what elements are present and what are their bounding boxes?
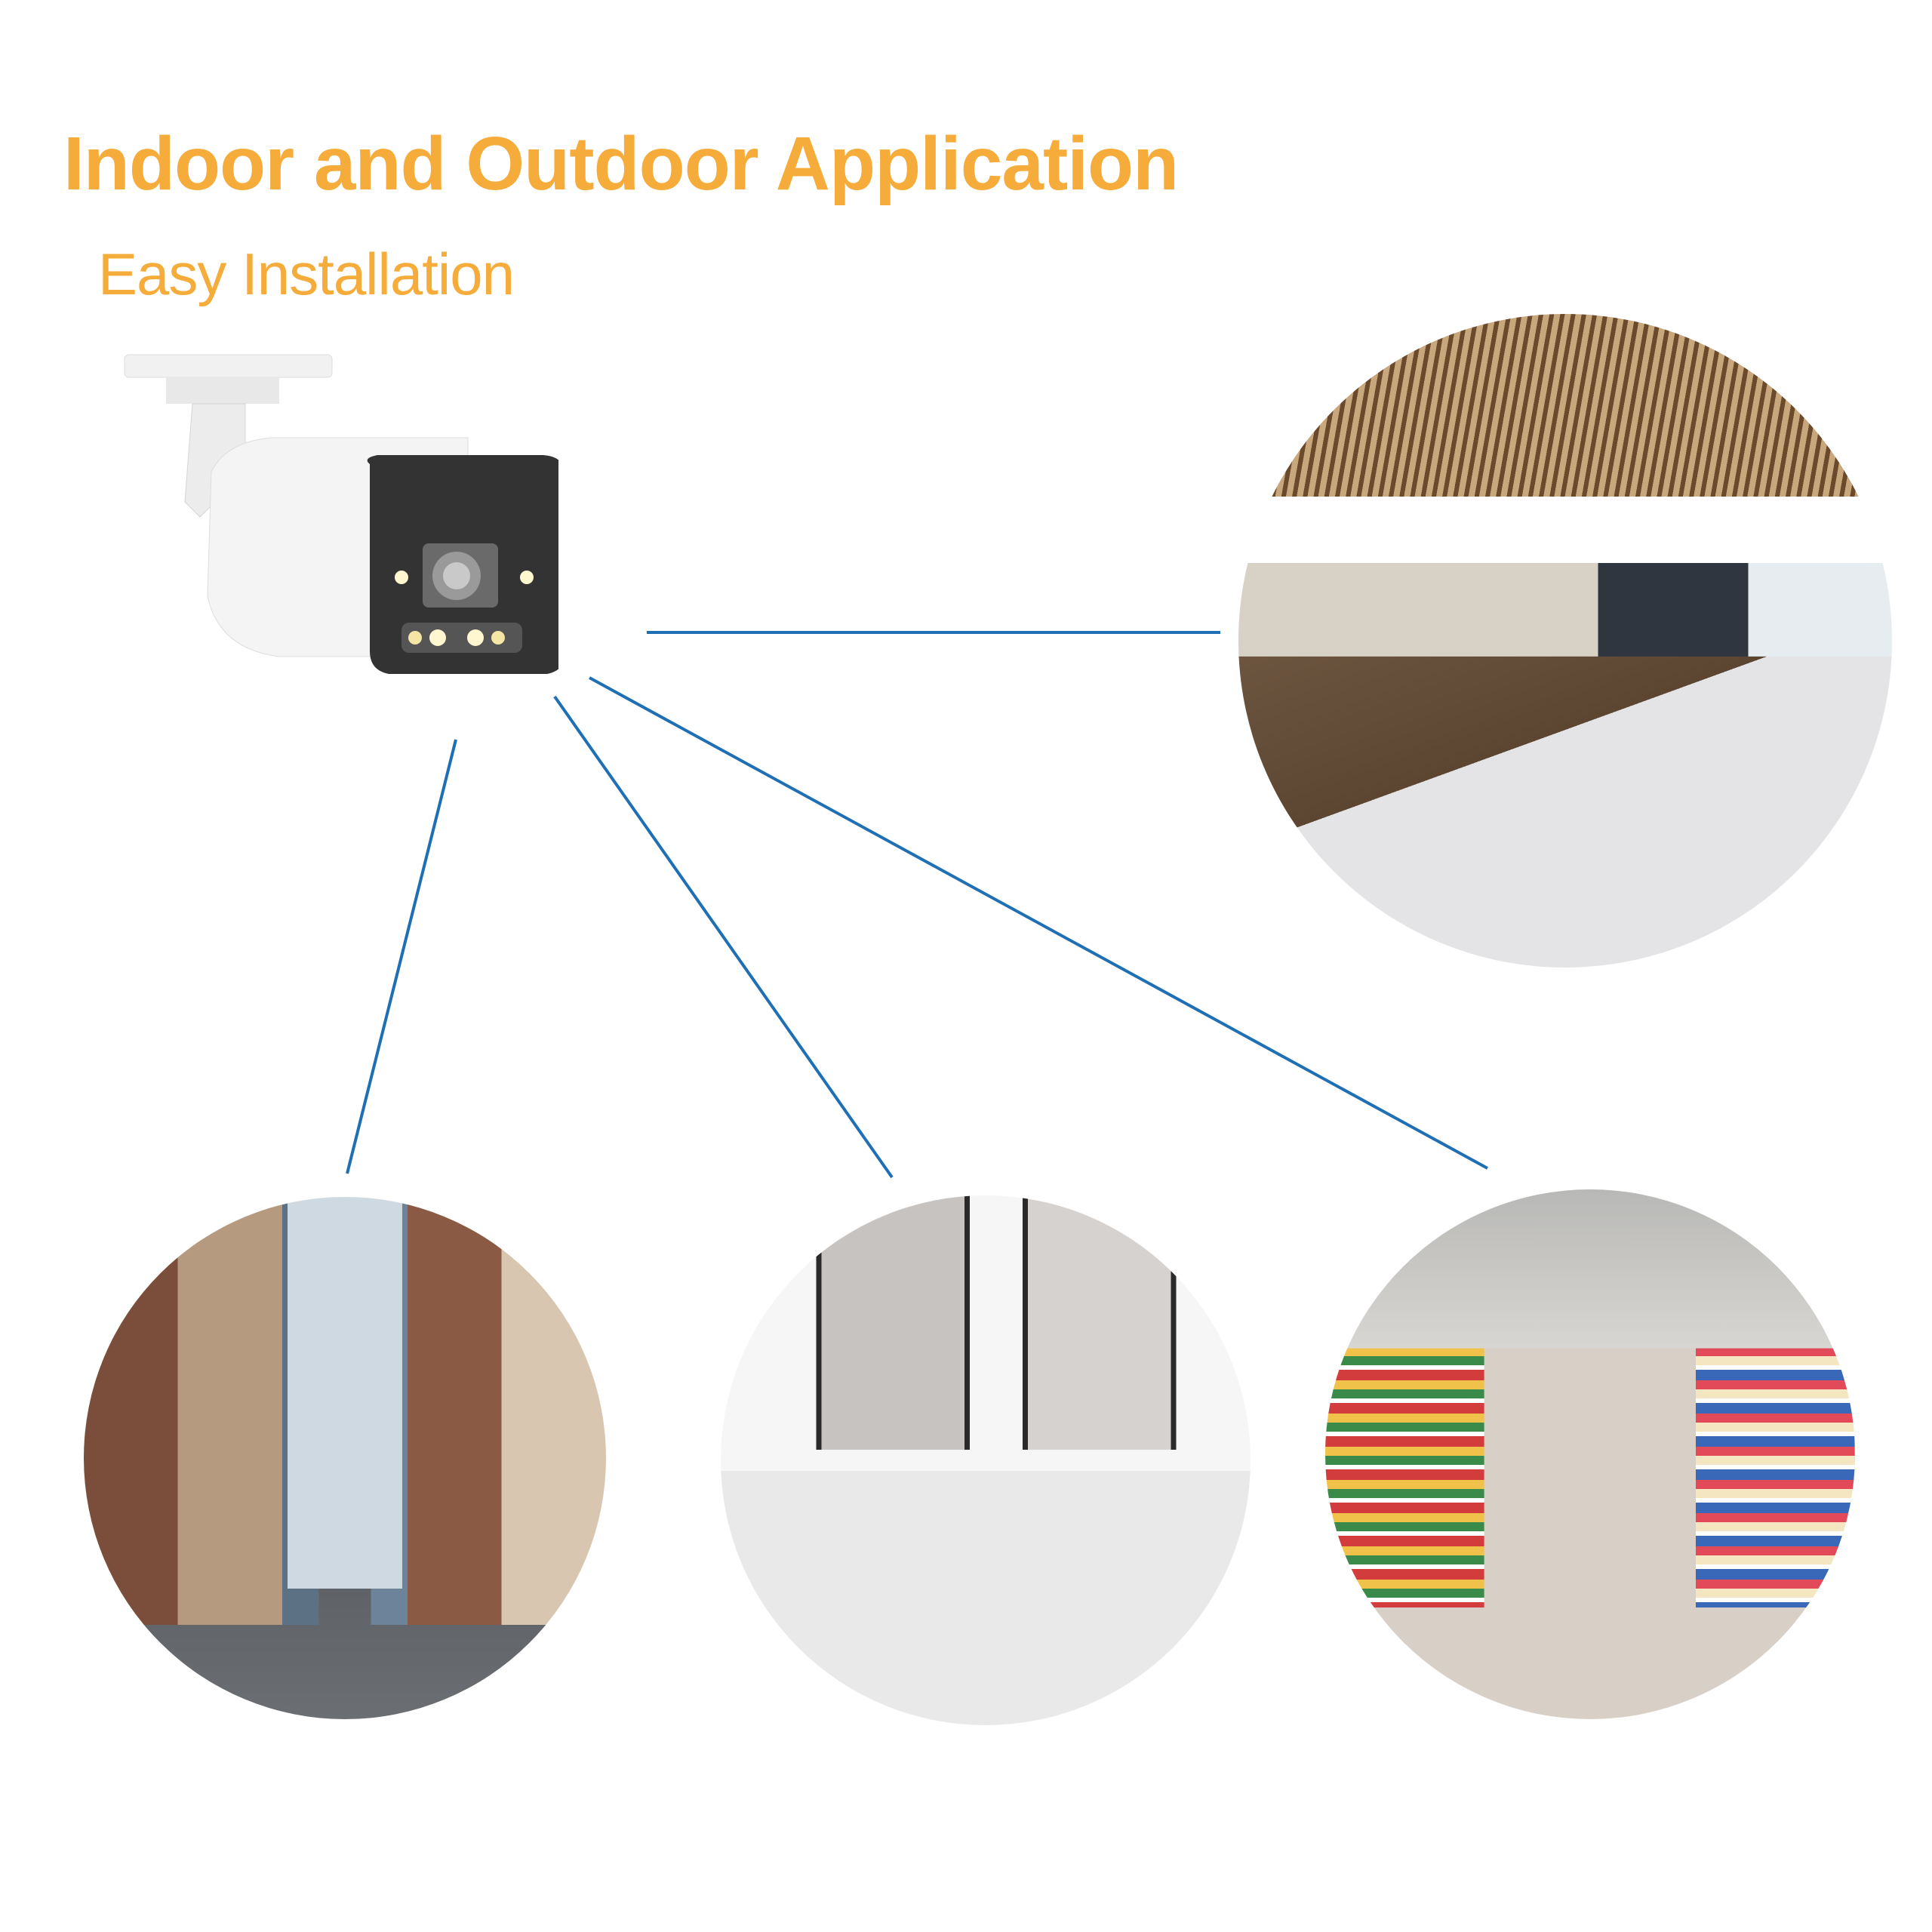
page-subtitle: Easy Installation <box>98 241 515 307</box>
scene-meeting-room-photo <box>721 1195 1251 1725</box>
connector-street <box>346 739 457 1174</box>
connector-meeting <box>553 695 894 1179</box>
scene-city-street-photo <box>84 1197 606 1719</box>
connector-supermarket <box>589 676 1488 1170</box>
scene-supermarket-photo <box>1325 1189 1855 1719</box>
scene-lounge-photo <box>1238 314 1892 968</box>
page-title: Indoor and Outdoor Application <box>63 122 1179 206</box>
bullet-camera-image <box>124 354 558 674</box>
